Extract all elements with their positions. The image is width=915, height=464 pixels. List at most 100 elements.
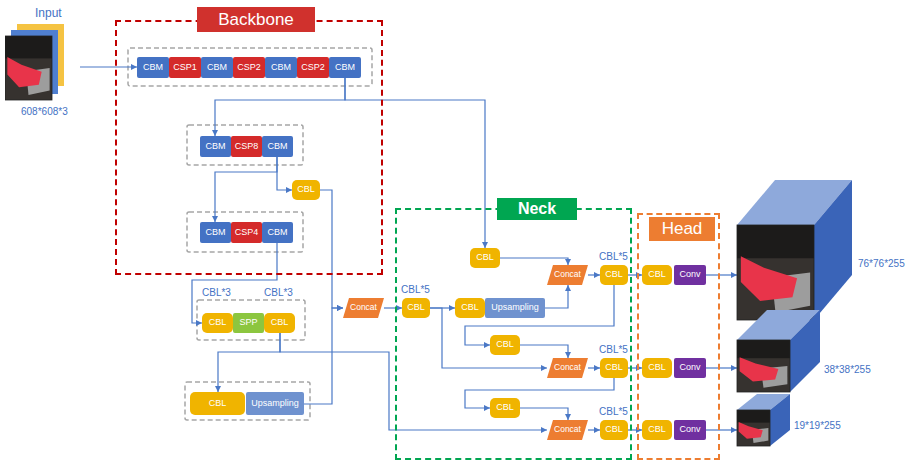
- output-tensor: 38*38*255: [737, 308, 873, 396]
- arrow-head: [565, 352, 571, 358]
- layer-block: CSP2: [297, 57, 329, 78]
- arrow-head: [731, 365, 737, 371]
- input-size: 608*608*3: [21, 106, 68, 117]
- block-label: Conv: [679, 270, 700, 280]
- layer-block: CBM: [265, 57, 297, 78]
- input-image: Input608*608*3: [5, 6, 80, 122]
- connector-line: [520, 345, 568, 358]
- connector-arrow: [280, 333, 547, 433]
- connector-line: [500, 258, 568, 265]
- connector-arrow: [545, 285, 571, 308]
- layer-block: Conv: [674, 358, 706, 378]
- layer-block: CSP2: [233, 57, 265, 78]
- concat-parallelogram: Concat: [547, 265, 588, 285]
- connector-line: [80, 66, 137, 67]
- block-label: Concat: [554, 363, 581, 372]
- region-title: Head: [649, 217, 715, 241]
- region-frame: BackboneCBMCSP1CBMCSP2CBMCSP2CBMCBMCSP8C…: [115, 20, 383, 275]
- photo-frame: [5, 36, 52, 100]
- repeat-label: CBL*5: [599, 344, 628, 356]
- connector-line: [218, 333, 280, 392]
- group-frame: [197, 300, 305, 340]
- concat-fill: [547, 420, 588, 440]
- photo-ground: [5, 36, 52, 100]
- arrow-head: [565, 285, 571, 291]
- layer-block: CBM: [200, 222, 231, 243]
- connector-arrow: [588, 365, 600, 371]
- block-label: CBL: [648, 425, 666, 435]
- concat-parallelogram: Concat: [547, 358, 588, 378]
- cube-side: [770, 394, 790, 446]
- block-label: CBL: [476, 253, 494, 263]
- layer-block: CBM: [262, 136, 293, 157]
- connector-arrow: [520, 345, 571, 358]
- repeat-label: CBL*5: [599, 251, 628, 263]
- connector-line: [277, 157, 292, 190]
- tensor-cube: [737, 165, 909, 323]
- layer-block: CBL: [292, 180, 320, 200]
- connector-line: [465, 378, 614, 408]
- layer-block: SPP: [233, 313, 264, 333]
- photo-shadow: [737, 410, 770, 423]
- connector-arrow: [706, 365, 737, 371]
- connector-arrow: [706, 427, 737, 433]
- layer-block: CBL: [600, 420, 628, 440]
- concat-fill: [343, 298, 384, 318]
- layer-block: CSP1: [169, 57, 201, 78]
- connector-arrow: [345, 78, 488, 248]
- photo-frame: [737, 225, 814, 320]
- connector-line: [215, 78, 345, 136]
- connector-line: [545, 285, 568, 308]
- connector-line: [304, 308, 343, 404]
- arrow-head: [541, 365, 547, 371]
- arrow-head: [565, 259, 571, 265]
- layer-block: CSP4: [231, 222, 262, 243]
- repeat-label: CBL*5: [401, 284, 430, 296]
- connector-arrow: [215, 333, 280, 392]
- layer-block: CBL: [402, 298, 430, 318]
- output-tensor: 19*19*255: [737, 392, 847, 450]
- arrow-head: [541, 427, 547, 433]
- connector-arrow: [588, 272, 600, 278]
- arrow-head: [731, 272, 737, 278]
- connector-line: [465, 285, 614, 345]
- layer-block: CBL: [642, 358, 672, 378]
- block-label: CBM: [271, 63, 291, 73]
- photo-shadow: [737, 225, 814, 258]
- block-label: CBL: [496, 340, 514, 350]
- region-title: Backbone: [197, 7, 315, 32]
- connector-arrow: [212, 157, 277, 222]
- block-label: Conv: [679, 425, 700, 435]
- arrow-head: [337, 305, 343, 311]
- block-label: CBL: [461, 303, 479, 313]
- arrow-head: [731, 427, 737, 433]
- connector-arrow: [384, 305, 402, 311]
- block-label: Conv: [679, 363, 700, 373]
- red-shoe: [741, 256, 797, 301]
- connector-line: [192, 243, 277, 323]
- photo-shadow: [5, 36, 52, 58]
- block-label: CSP1: [173, 63, 197, 73]
- block-label: CBM: [268, 142, 288, 152]
- input-stack: [5, 6, 80, 122]
- block-label: CSP8: [235, 142, 259, 152]
- layer-block: CBL: [642, 265, 672, 285]
- concat-fill: [547, 265, 588, 285]
- group-frame: [128, 48, 372, 86]
- concat-fill: [547, 358, 588, 378]
- block-label: CBL: [605, 363, 623, 373]
- region-frame: HeadCBLConvCBLConvCBLConv: [637, 213, 720, 460]
- block-label: CBL: [648, 270, 666, 280]
- block-label: CBL: [605, 425, 623, 435]
- block-label: SPP: [239, 318, 257, 328]
- layer-block: CBL: [600, 265, 628, 285]
- connector-line: [520, 408, 568, 420]
- layer-block: CBL: [490, 335, 520, 355]
- layer-block: CBL: [264, 313, 295, 333]
- region-title: Neck: [497, 198, 577, 220]
- layer-block: CBM: [262, 222, 293, 243]
- layer-block: CSP8: [231, 136, 262, 157]
- photo-ground: [737, 340, 790, 392]
- layer-block: CBM: [329, 57, 361, 78]
- photo-ground: [737, 410, 770, 446]
